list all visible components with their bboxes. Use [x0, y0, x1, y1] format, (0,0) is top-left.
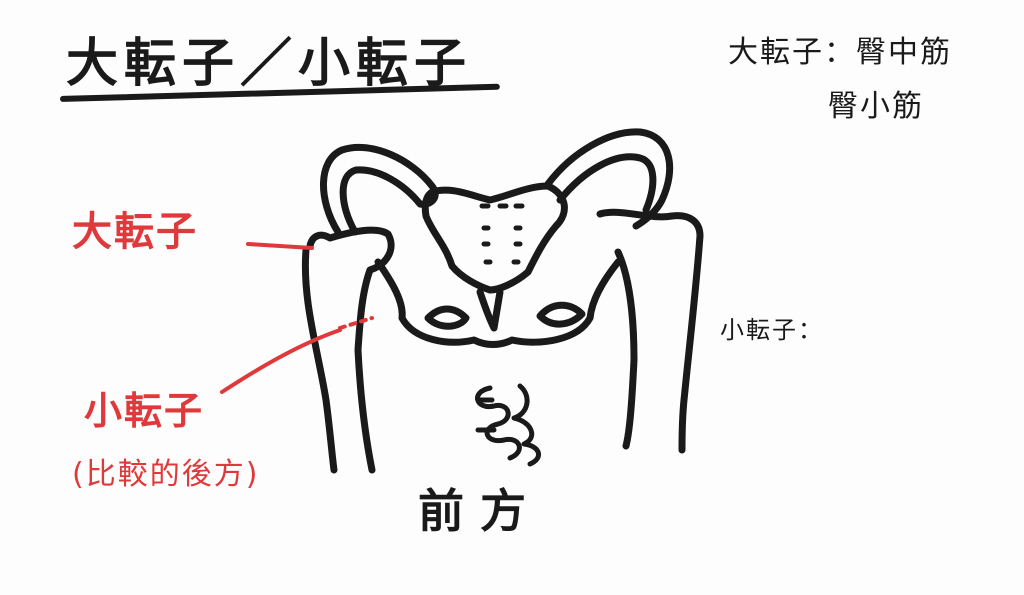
sacrum [421, 182, 568, 294]
lesser-trochanter-leader [220, 328, 342, 394]
lesser-trochanter-label: 小転子 [84, 389, 205, 433]
left-femur [301, 226, 395, 474]
spine-scribble [475, 383, 541, 467]
greater-trochanter-leader [246, 242, 314, 250]
right-obturator-foramen [536, 301, 586, 328]
greater-trochanter-label: 大転子 [72, 209, 198, 255]
page-title: 大転子／小転子 [66, 34, 473, 94]
greater-trochanter-muscle-note: 大転子：臀中筋 [728, 35, 952, 70]
sacral-foramina [479, 203, 525, 265]
right-iliac-wing [544, 128, 674, 230]
lesser-trochanter-sublabel: (比較的後方) [72, 457, 260, 492]
pubic-region [374, 258, 622, 348]
left-iliac-wing [320, 143, 439, 236]
coccyx [476, 288, 504, 332]
greater-trochanter-muscle-note-2: 臀小筋 [828, 89, 924, 124]
right-femur [596, 208, 704, 454]
left-obturator-foramen [424, 305, 470, 330]
lesser-trochanter-muscle-note: 小転子： [720, 316, 824, 344]
lesser-trochanter-marker [338, 316, 374, 330]
front-label: 前方 [418, 484, 542, 538]
